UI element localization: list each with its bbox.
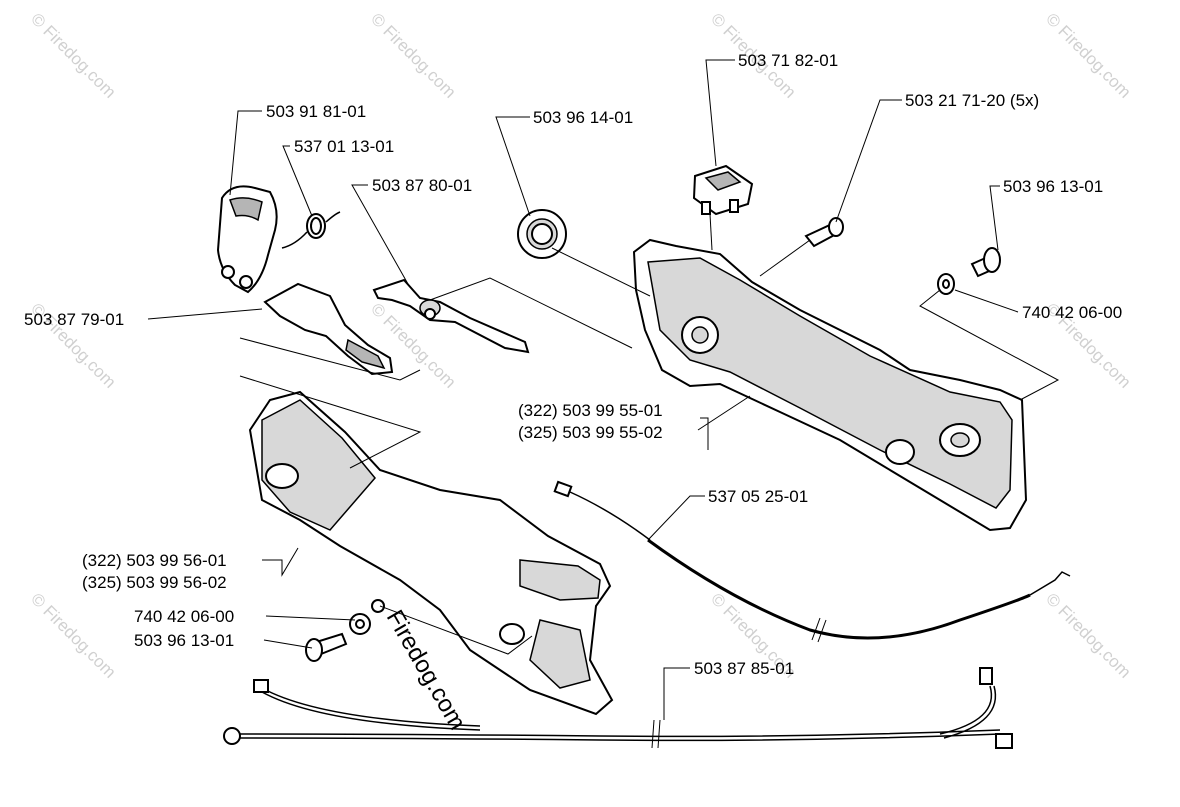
handle-half-lower	[248, 390, 614, 716]
bracket-part	[216, 185, 278, 294]
label-503-99-56-02: (325) 503 99 56-02	[82, 573, 227, 592]
screw-part-right	[937, 247, 1001, 295]
label-503-96-14-01: 503 96 14-01	[533, 108, 633, 127]
label-503-87-85-01: 503 87 85-01	[694, 659, 794, 678]
wire-harness	[223, 667, 1013, 749]
label-503-99-55-01: (322) 503 99 55-01	[518, 401, 663, 420]
label-740-42-06-00-right: 740 42 06-00	[1022, 303, 1122, 322]
label-503-21-71-20: 503 21 71-20 (5x)	[905, 91, 1039, 110]
handle-half-upper	[632, 238, 1028, 532]
ring-part	[517, 209, 567, 259]
label-503-99-56-01: (322) 503 99 56-01	[82, 551, 227, 570]
label-503-87-79-01: 503 87 79-01	[24, 310, 124, 329]
label-503-71-82-01: 503 71 82-01	[738, 51, 838, 70]
throttle-cable	[553, 480, 1071, 643]
label-503-99-55-02: (325) 503 99 55-02	[518, 423, 663, 442]
watermark-4: © Firedog.com	[1042, 9, 1134, 101]
lever-part	[372, 278, 530, 354]
screw-part-lower	[305, 599, 385, 662]
label-503-91-81-01: 503 91 81-01	[266, 102, 366, 121]
label-740-42-06-00-lower: 740 42 06-00	[134, 607, 234, 626]
screw-part-upper	[804, 217, 844, 248]
watermark-9: © Firedog.com	[27, 589, 119, 681]
label-503-96-13-01-right: 503 96 13-01	[1003, 177, 1103, 196]
label-503-87-80-01: 503 87 80-01	[372, 176, 472, 195]
spring-part	[281, 211, 341, 249]
label-537-01-13-01: 537 01 13-01	[294, 137, 394, 156]
label-537-05-25-01: 537 05 25-01	[708, 487, 808, 506]
part-labels: 503 91 81-01 537 01 13-01 503 87 80-01 5…	[24, 51, 1122, 678]
switch-part	[692, 164, 754, 216]
watermark-1: © Firedog.com	[27, 9, 119, 101]
leader-lines	[147, 59, 1060, 720]
watermark-11: © Firedog.com	[1042, 589, 1134, 681]
trigger-part	[263, 282, 394, 376]
label-503-96-13-01-lower: 503 96 13-01	[134, 631, 234, 650]
watermark-2: © Firedog.com	[367, 9, 459, 101]
